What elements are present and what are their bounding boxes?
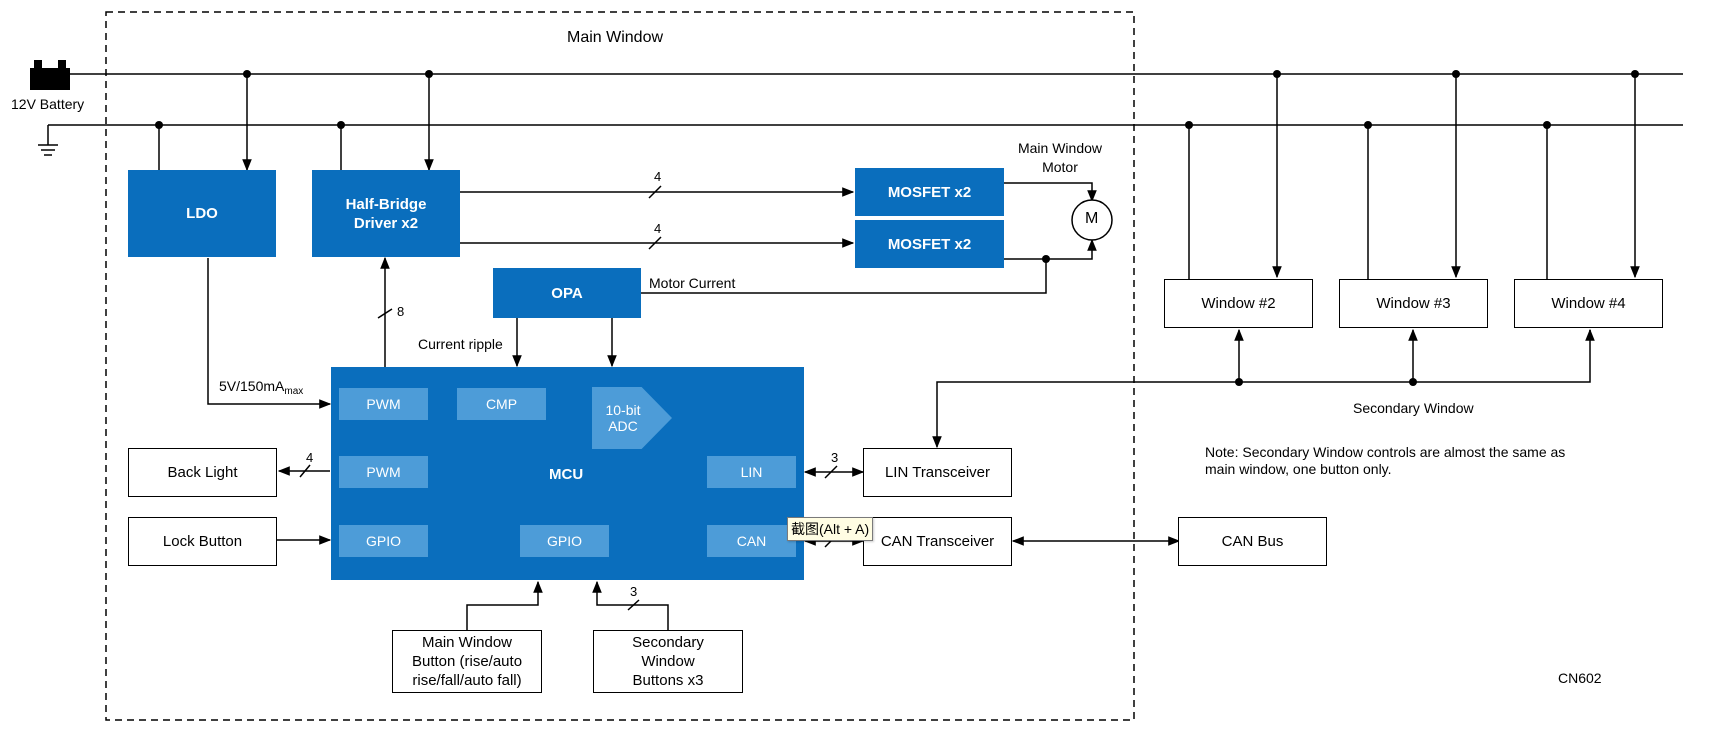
lock-button-block: Lock Button	[128, 517, 277, 566]
back-light-block: Back Light	[128, 448, 277, 497]
lin-width: 3	[831, 450, 839, 465]
can-transceiver-block: CAN Transceiver	[863, 517, 1012, 566]
opa-label: OPA	[551, 284, 583, 302]
ldo-block: LDO	[128, 170, 276, 257]
pwm-bus-width: 8	[397, 304, 405, 319]
window-3-block: Window #3	[1339, 279, 1488, 328]
main-window-button-block: Main Window Button (rise/auto rise/fall/…	[392, 630, 542, 693]
secondary-window-label: Secondary Window	[1353, 400, 1474, 416]
battery-icon	[30, 60, 70, 90]
gpio-mid-peripheral: GPIO	[520, 525, 609, 557]
can-peripheral: CAN	[707, 525, 796, 557]
mosfet-1-label: MOSFET x2	[887, 183, 972, 201]
note-line2: main window, one button only.	[1205, 461, 1392, 477]
window-2-block: Window #2	[1164, 279, 1313, 328]
ldo-output-sub: max	[284, 386, 304, 397]
lin-peripheral: LIN	[707, 456, 796, 488]
figure-id: CN602	[1558, 670, 1602, 686]
pwm-mid-peripheral: PWM	[339, 456, 428, 488]
half-bridge-label-line1: Half-Bridge	[345, 195, 427, 213]
motor-label-line2: Motor	[1042, 159, 1078, 175]
mosfet-block-1: MOSFET x2	[855, 168, 1004, 216]
can-bus-label: CAN Bus	[1221, 533, 1284, 550]
main-window-button-line2: Button (rise/auto	[411, 653, 523, 670]
main-window-title: Main Window	[567, 29, 664, 46]
pwm-mid-label: PWM	[366, 464, 401, 480]
window-4-label: Window #4	[1551, 295, 1626, 312]
back-light-width: 4	[306, 450, 314, 465]
can-bus-block: CAN Bus	[1178, 517, 1327, 566]
motor-label-line1: Main Window	[1017, 140, 1103, 156]
mcu-label: MCU	[549, 466, 584, 483]
can-transceiver-label: CAN Transceiver	[880, 533, 995, 550]
pwm-top-peripheral: PWM	[339, 388, 428, 420]
mosfet-block-2: MOSFET x2	[855, 220, 1004, 268]
mosfet-2-label: MOSFET x2	[887, 235, 972, 253]
screenshot-tooltip: 截图(Alt + A)	[787, 517, 874, 541]
ldo-label: LDO	[186, 205, 218, 222]
motor-symbol	[1071, 199, 1113, 241]
lin-label: LIN	[740, 464, 763, 480]
ldo-output-label: 5V/150mAmax	[219, 378, 303, 397]
main-window-button-line1: Main Window	[421, 634, 513, 651]
back-light-label: Back Light	[167, 464, 238, 481]
half-bridge-block: Half-Bridge Driver x2	[312, 170, 460, 257]
motor-symbol-label: M	[1085, 210, 1099, 227]
note-text: Note: Secondary Window controls are almo…	[1205, 444, 1565, 478]
note-line1: Note: Secondary Window controls are almo…	[1205, 444, 1566, 460]
lin-transceiver-label: LIN Transceiver	[884, 464, 991, 481]
battery-label: 12V Battery	[11, 96, 85, 112]
ldo-output-value: 5V/150mA	[219, 378, 285, 394]
half-bridge-label-line2: Driver x2	[353, 214, 419, 232]
lock-button-label: Lock Button	[162, 533, 243, 550]
secondary-window-buttons-block: Secondary Window Buttons x3	[593, 630, 743, 693]
cmp-peripheral: CMP	[457, 388, 546, 420]
window-3-label: Window #3	[1376, 295, 1451, 312]
lin-transceiver-block: LIN Transceiver	[863, 448, 1012, 497]
bus-width-top: 4	[654, 169, 662, 184]
adc-label-line1: 10-bit	[605, 402, 641, 418]
bus-width-bottom: 4	[654, 221, 662, 236]
pwm-top-label: PWM	[366, 396, 401, 412]
main-window-frame	[105, 11, 1135, 721]
current-ripple-label: Current ripple	[418, 336, 503, 352]
opa-block: OPA	[493, 268, 641, 318]
can-label: CAN	[736, 533, 767, 549]
motor-label: Main Window Motor	[1015, 139, 1105, 177]
main-window-button-line3: rise/fall/auto fall)	[412, 672, 522, 689]
window-4-block: Window #4	[1514, 279, 1663, 328]
motor-current-label: Motor Current	[649, 275, 736, 291]
ground-icon	[38, 125, 58, 156]
secondary-buttons-line1: Secondary	[632, 634, 704, 651]
adc-label-line2: ADC	[608, 418, 638, 434]
secondary-buttons-line2: Window	[641, 653, 695, 670]
gpio-left-peripheral: GPIO	[339, 525, 428, 557]
secondary-buttons-line3: Buttons x3	[632, 672, 704, 689]
gpio-mid-label: GPIO	[546, 533, 582, 549]
secondary-buttons-width: 3	[630, 584, 638, 599]
cmp-label: CMP	[485, 396, 518, 412]
gpio-left-label: GPIO	[365, 533, 401, 549]
window-2-label: Window #2	[1201, 295, 1276, 312]
